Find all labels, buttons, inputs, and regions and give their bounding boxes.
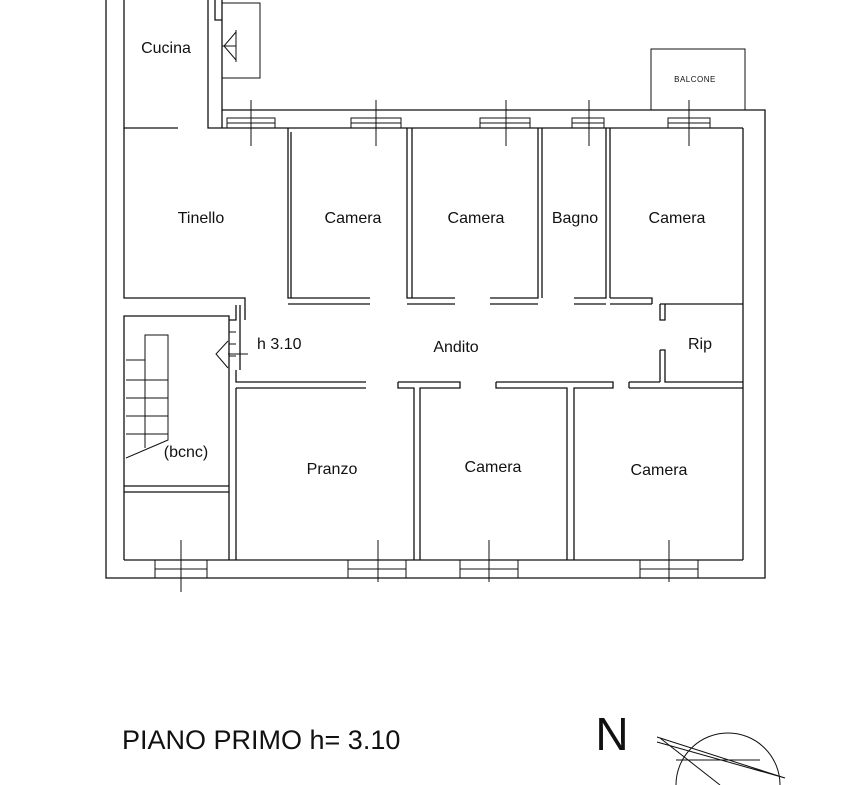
label-camera-3: Camera [649, 210, 706, 227]
kitchen-shaft [221, 2, 261, 79]
label-camera-4: Camera [465, 459, 522, 476]
storage-walls [659, 303, 743, 383]
corridor-walls [215, 305, 366, 383]
lower-room-walls [235, 381, 743, 560]
compass-icon [656, 732, 786, 785]
windows-top [226, 100, 711, 146]
floor-title: PIANO PRIMO h= 3.10 [122, 725, 400, 755]
label-cucina: Cucina [141, 40, 191, 57]
stairwell [123, 315, 230, 560]
label-bcnc: (bcnc) [164, 444, 208, 461]
label-camera-2: Camera [448, 210, 505, 227]
north-label: N [595, 708, 628, 760]
balcony [650, 48, 746, 111]
label-andito: Andito [433, 339, 478, 356]
label-balcone: BALCONE [674, 75, 716, 84]
label-camera-5: Camera [631, 462, 688, 479]
label-tinello: Tinello [178, 210, 225, 227]
windows-bottom [154, 540, 699, 592]
label-height: h 3.10 [257, 336, 302, 353]
label-camera-1: Camera [325, 210, 382, 227]
exterior-walls [105, 0, 766, 579]
label-pranzo: Pranzo [307, 461, 358, 478]
label-rip: Rip [688, 336, 712, 353]
label-bagno: Bagno [552, 210, 598, 227]
north-arrow: N [595, 708, 786, 785]
room-labels: Cucina Tinello Camera Camera Bagno Camer… [141, 40, 716, 479]
